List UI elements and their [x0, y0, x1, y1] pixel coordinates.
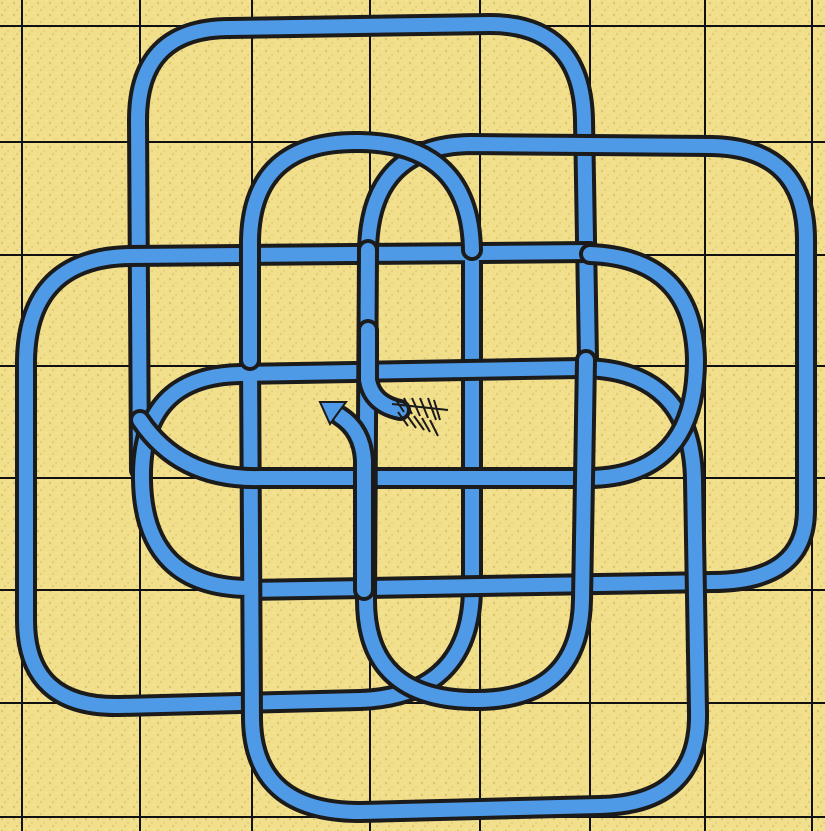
knot-canvas [0, 0, 825, 831]
puzzle-board [0, 0, 825, 831]
